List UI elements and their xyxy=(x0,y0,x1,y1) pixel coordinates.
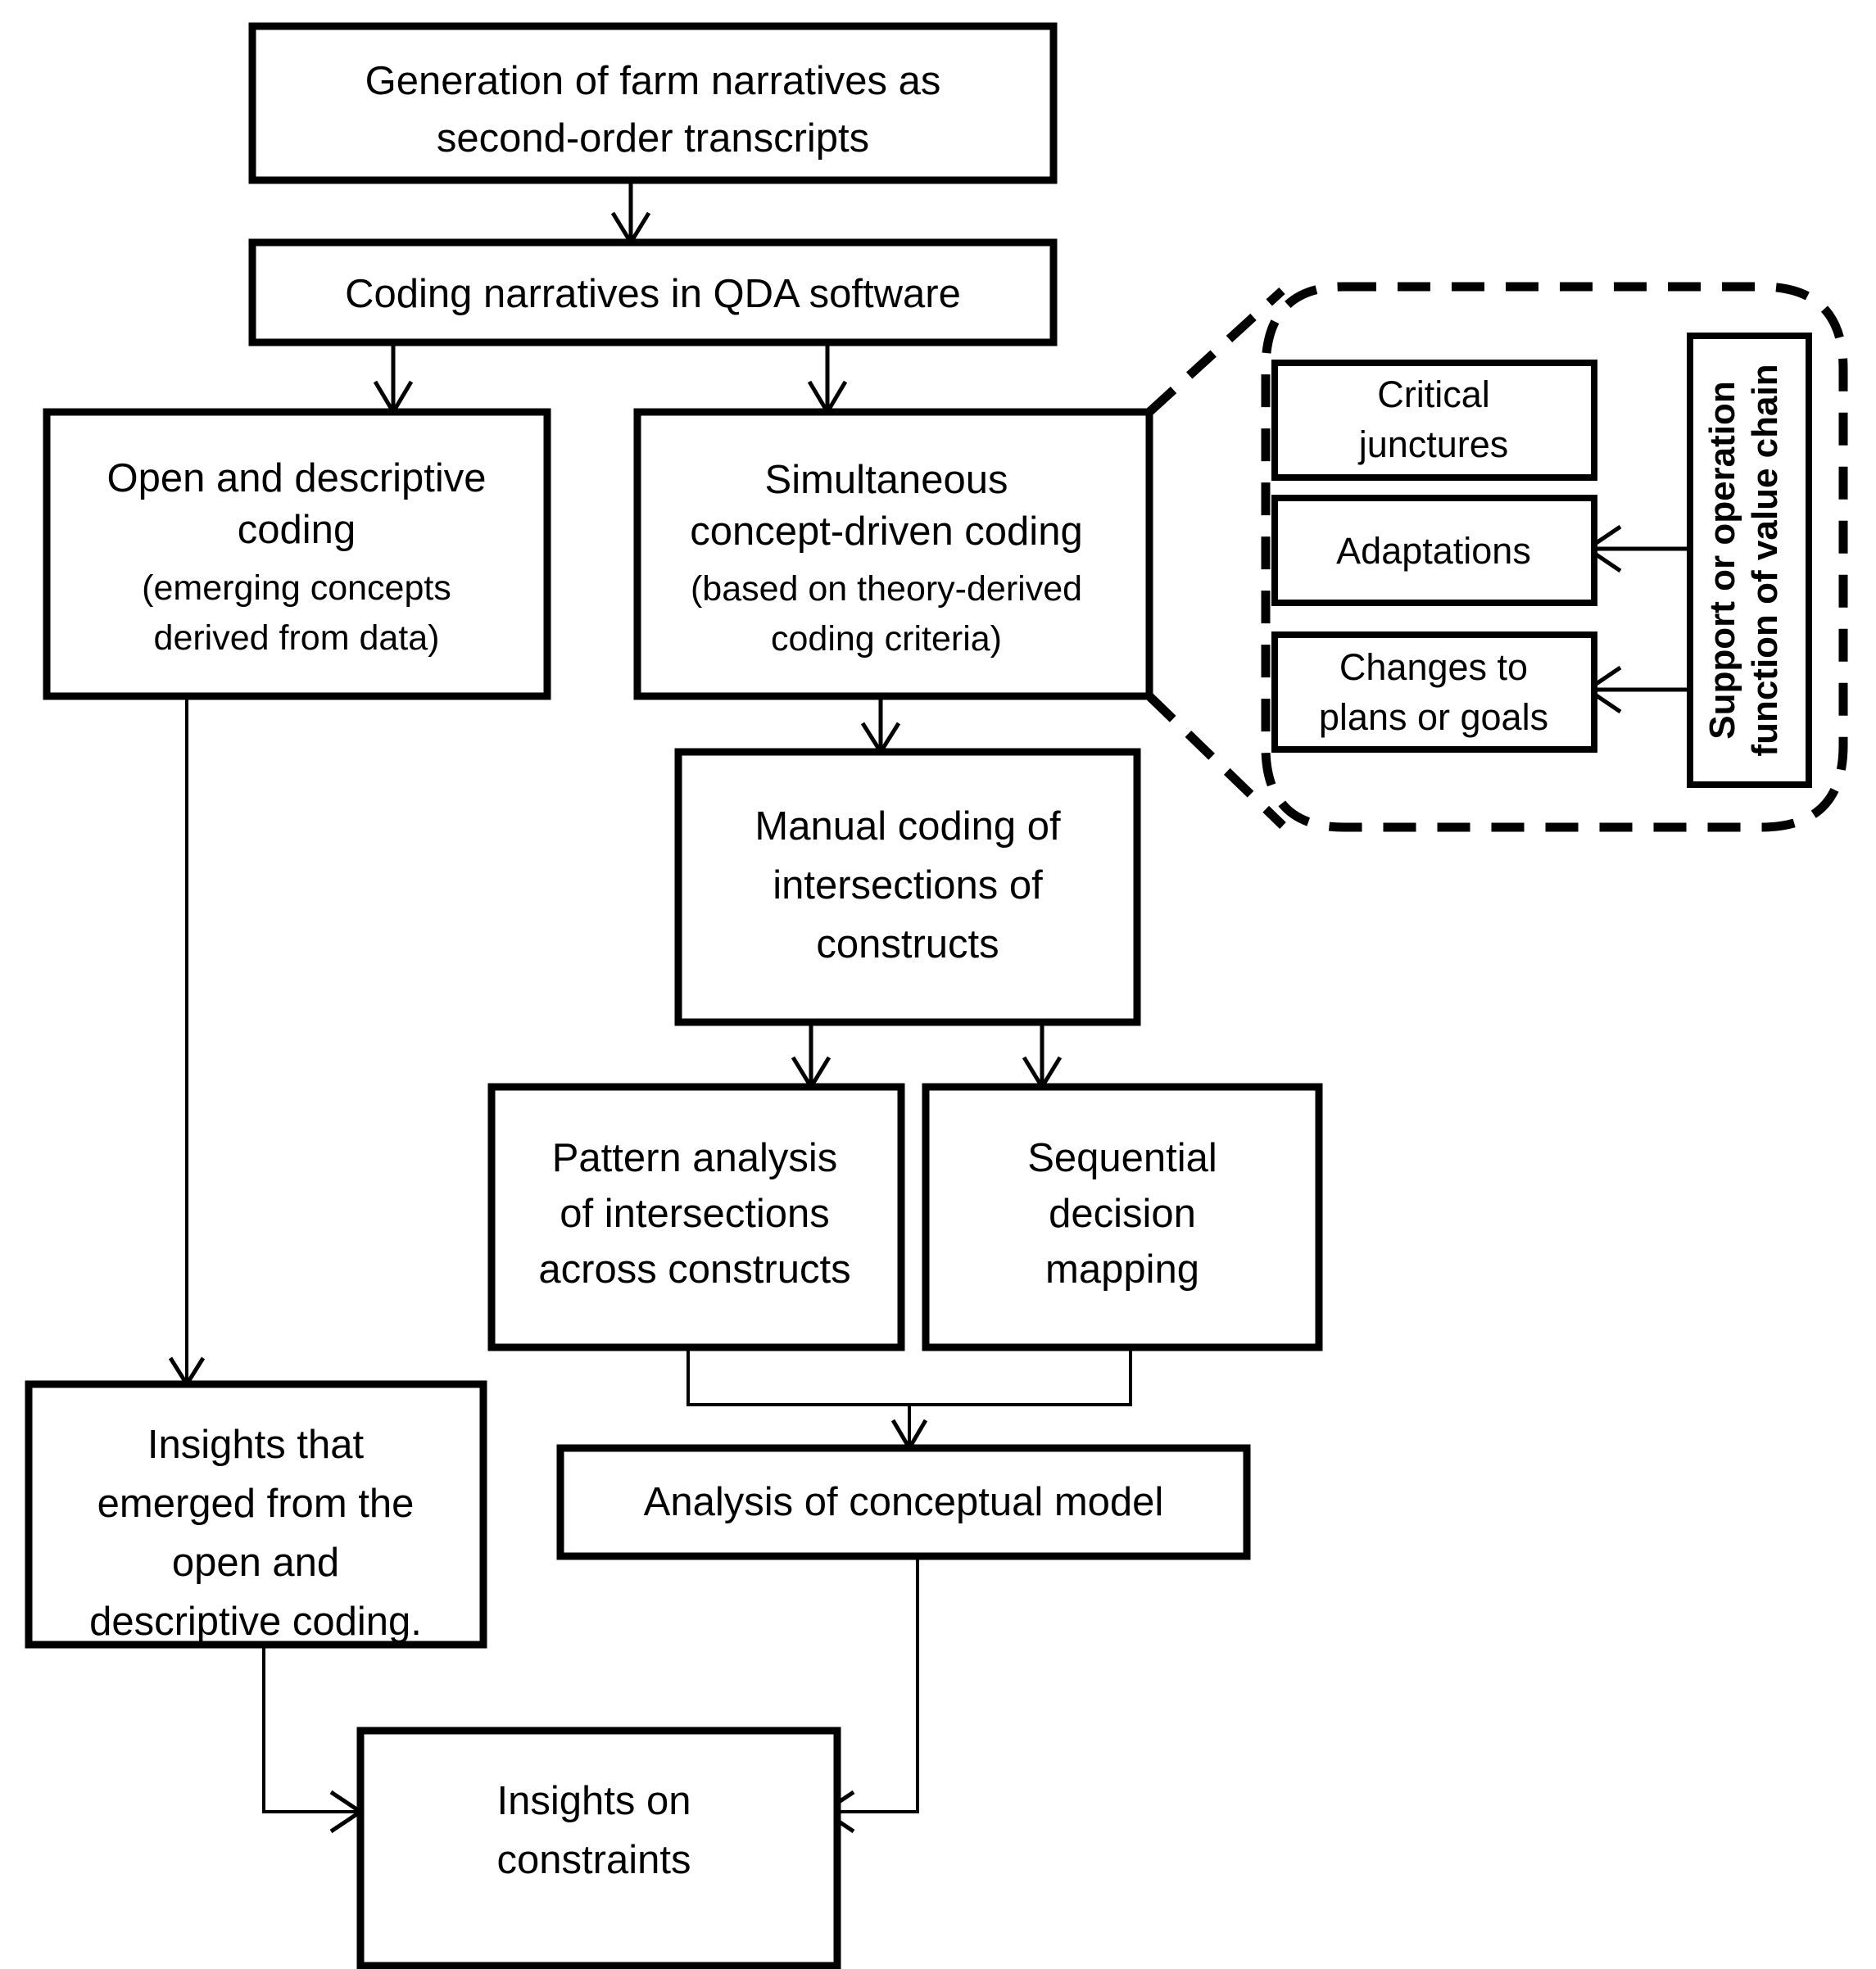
node-analysis-model-box xyxy=(556,1444,1251,1560)
node-pattern-analysis-line-2: of intersections xyxy=(560,1192,830,1236)
node-insights-emerged-line-2: emerged from the xyxy=(97,1482,415,1526)
node-simultaneous-sub-1: (based on theory-derived xyxy=(691,569,1082,609)
node-coding-qda-box xyxy=(248,238,1058,346)
node-open-descriptive-sub-2: derived from data) xyxy=(154,618,440,658)
node-insights-constraints-box xyxy=(356,1727,841,1969)
node-generation: Generation of farm narratives as second-… xyxy=(365,59,941,161)
connector-insights-emerged-to-constraints xyxy=(262,1645,365,1834)
connector-coding-to-simultaneous xyxy=(807,342,848,416)
node-manual-coding-line-1: Manual coding of xyxy=(754,804,1061,849)
node-open-descriptive-line-1: Open and descriptive xyxy=(106,456,486,500)
node-changes-plans-line-1: Changes to xyxy=(1339,646,1528,688)
node-adaptations-box xyxy=(1271,495,1597,606)
node-manual-coding: Manual coding of intersections of constr… xyxy=(754,804,1061,966)
node-sequential-mapping-line-2: decision xyxy=(1049,1192,1196,1236)
node-insights-constraints: Insights on constraints xyxy=(497,1779,691,1882)
callout-dashed-region xyxy=(1146,282,1848,832)
connector-simultaneous-to-manual xyxy=(860,696,901,756)
node-sequential-mapping: Sequential decision mapping xyxy=(1027,1136,1217,1292)
node-insights-emerged: Insights that emerged from the open and … xyxy=(89,1423,422,1644)
node-insights-constraints-line-2: constraints xyxy=(497,1838,691,1882)
node-analysis-model-line-1: Analysis of conceptual model xyxy=(644,1480,1164,1524)
node-critical-junctures-line-1: Critical xyxy=(1377,373,1490,415)
connector-pattern-sequential-to-analysis xyxy=(687,1347,1132,1452)
node-analysis-model: Analysis of conceptual model xyxy=(644,1480,1164,1524)
connector-coding-to-open xyxy=(373,342,414,416)
node-pattern-analysis-box xyxy=(487,1083,905,1351)
connector-valuechain-to-adaptations xyxy=(1584,524,1690,573)
node-value-chain-line-2: function of value chain xyxy=(1745,364,1785,756)
node-changes-plans-line-2: plans or goals xyxy=(1319,696,1548,738)
node-insights-emerged-box xyxy=(25,1380,487,1649)
node-manual-coding-line-3: constructs xyxy=(816,922,999,966)
node-insights-emerged-line-3: open and xyxy=(172,1541,339,1585)
node-simultaneous-sub-2: coding criteria) xyxy=(771,619,1002,659)
node-changes-plans-box xyxy=(1271,631,1597,753)
node-simultaneous-box xyxy=(633,408,1153,700)
node-sequential-mapping-line-3: mapping xyxy=(1045,1247,1199,1292)
node-open-descriptive-sub-1: (emerging concepts xyxy=(142,568,451,608)
connector-open-to-insights-emerged xyxy=(168,696,206,1388)
node-coding-qda-line-1: Coding narratives in QDA software xyxy=(345,272,961,316)
node-critical-junctures: Critical junctures xyxy=(1357,373,1509,465)
node-generation-line-1: Generation of farm narratives as xyxy=(365,59,941,103)
node-simultaneous: Simultaneous concept-driven coding (base… xyxy=(690,458,1082,659)
node-pattern-analysis-line-1: Pattern analysis xyxy=(552,1136,838,1180)
node-pattern-analysis-line-3: across constructs xyxy=(538,1247,850,1292)
connector-manual-to-pattern xyxy=(791,1022,832,1091)
connector-generation-to-coding xyxy=(610,180,651,247)
node-sequential-mapping-line-1: Sequential xyxy=(1027,1136,1217,1180)
node-sequential-mapping-box xyxy=(922,1083,1323,1351)
node-manual-coding-box xyxy=(674,748,1141,1026)
node-insights-emerged-line-4: descriptive coding. xyxy=(89,1600,422,1644)
node-coding-qda: Coding narratives in QDA software xyxy=(345,272,961,316)
node-open-descriptive-box xyxy=(43,408,551,700)
node-generation-line-2: second-order transcripts xyxy=(437,116,869,161)
connector-valuechain-to-changes xyxy=(1584,665,1690,714)
node-insights-emerged-line-1: Insights that xyxy=(147,1423,365,1467)
node-adaptations: Adaptations xyxy=(1336,530,1531,572)
connector-manual-to-sequential xyxy=(1022,1022,1063,1091)
node-changes-plans: Changes to plans or goals xyxy=(1319,646,1548,738)
node-simultaneous-line-1: Simultaneous xyxy=(765,458,1008,502)
node-generation-box xyxy=(248,22,1058,184)
node-value-chain: Support or operation function of value c… xyxy=(1702,364,1785,756)
node-pattern-analysis: Pattern analysis of intersections across… xyxy=(538,1136,850,1292)
node-open-descriptive: Open and descriptive coding (emerging co… xyxy=(106,456,486,658)
node-critical-junctures-line-2: junctures xyxy=(1357,423,1509,465)
node-open-descriptive-line-2: coding xyxy=(238,508,356,552)
node-value-chain-line-1: Support or operation xyxy=(1702,381,1742,740)
node-manual-coding-line-2: intersections of xyxy=(773,863,1043,908)
node-critical-junctures-box xyxy=(1271,360,1597,481)
node-simultaneous-line-2: concept-driven coding xyxy=(690,509,1082,554)
node-insights-constraints-line-1: Insights on xyxy=(497,1779,691,1823)
node-value-chain-box xyxy=(1687,333,1812,788)
node-adaptations-line-1: Adaptations xyxy=(1336,530,1531,572)
